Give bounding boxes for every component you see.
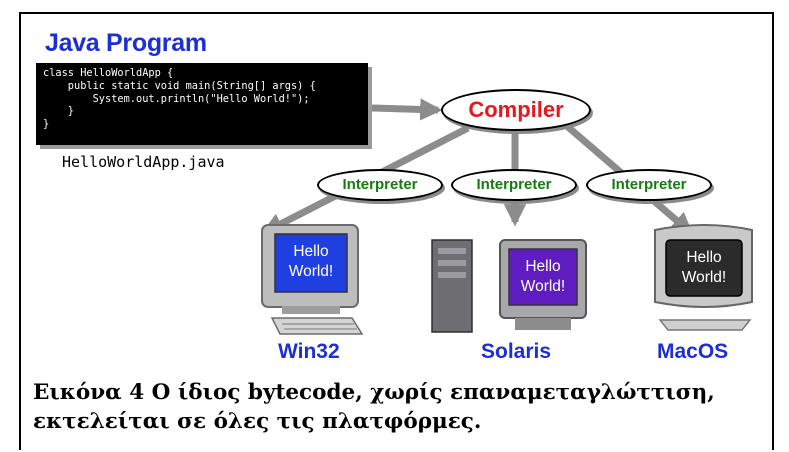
code-line: public static void main(String[] args) {: [43, 79, 316, 92]
caption-line: Εικόνα 4 Ο ίδιος bytecode, χωρίς επαναμε…: [33, 380, 715, 405]
interpreter-node-macos: Interpreter: [586, 169, 712, 201]
screen-line: Hello: [525, 258, 561, 275]
screen-line: World!: [288, 263, 334, 280]
macos-computer: [654, 224, 753, 331]
macos-screen-text: Hello World!: [666, 248, 742, 288]
arrow-code-to-compiler: [371, 98, 443, 121]
code-line: System.out.println("Hello World!");: [43, 92, 310, 105]
platform-label-macos: MacOS: [657, 340, 729, 363]
source-filename: HelloWorldApp.java: [62, 153, 225, 171]
code-line: class HelloWorldApp {: [43, 67, 174, 79]
win32-computer: [261, 224, 364, 335]
caption-line: εκτελείται σε όλες τις πλατφόρμες.: [33, 409, 482, 434]
screen-line: World!: [681, 269, 727, 286]
screen-line: Hello: [293, 243, 329, 260]
screen-line: World!: [520, 278, 566, 295]
platform-label-win32: Win32: [278, 340, 340, 363]
screen-line: Hello: [686, 249, 722, 266]
platform-label-solaris: Solaris: [481, 340, 552, 363]
diagram-title: Java Program: [45, 29, 207, 57]
interpreter-node-win32: Interpreter: [317, 169, 443, 201]
code-line: }: [43, 118, 50, 131]
solaris-computer: [431, 239, 587, 333]
code-listing: class HelloWorldApp { public static void…: [36, 63, 368, 145]
figure-caption: Εικόνα 4 Ο ίδιος bytecode, χωρίς επαναμε…: [33, 378, 768, 436]
solaris-screen-text: Hello World!: [509, 257, 577, 297]
code-text: class HelloWorldApp { public static void…: [36, 63, 368, 131]
compiler-node: Compiler: [441, 89, 591, 131]
interpreter-node-solaris: Interpreter: [451, 169, 577, 201]
win32-screen-text: Hello World!: [275, 242, 347, 282]
code-line: }: [43, 105, 74, 118]
